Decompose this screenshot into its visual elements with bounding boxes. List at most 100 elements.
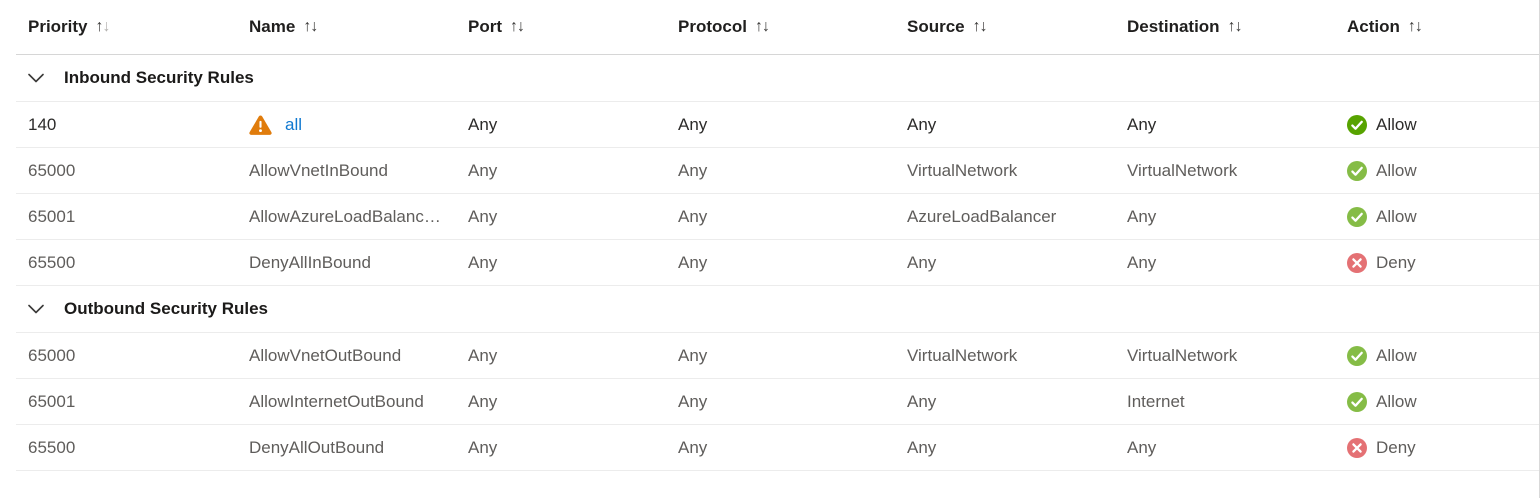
port-cell: Any [468, 345, 498, 365]
protocol-cell: Any [678, 252, 708, 272]
column-header-protocol[interactable]: Protocol ↑↓ [678, 17, 907, 37]
priority-cell: 65500 [28, 437, 76, 457]
sort-down-icon: ↓ [761, 18, 770, 35]
rule-row[interactable]: 65000 AllowVnetOutBound Any Any VirtualN… [16, 333, 1539, 379]
destination-cell: Any [1127, 437, 1157, 457]
rule-row[interactable]: 65500 DenyAllInBound Any Any Any Any Den… [16, 240, 1539, 286]
sort-up-icon: ↑ [1407, 18, 1416, 35]
rule-name-link[interactable]: all [285, 114, 303, 134]
x-circle-icon [1347, 252, 1367, 273]
warning-triangle-icon [249, 115, 272, 135]
destination-cell: Any [1127, 206, 1157, 226]
table-header-row: Priority ↑↓ Name ↑↓ Port ↑↓ Protocol ↑↓ … [16, 0, 1539, 55]
check-circle-icon [1347, 160, 1367, 181]
action-label: Allow [1376, 114, 1417, 134]
column-header-label: Action [1347, 17, 1400, 36]
source-cell: Any [907, 437, 937, 457]
column-header-port[interactable]: Port ↑↓ [468, 17, 678, 37]
name-cell: DenyAllOutBound [249, 438, 468, 458]
destination-cell: Any [1127, 252, 1157, 272]
sort-up-icon: ↑ [95, 18, 104, 35]
priority-cell: 140 [28, 114, 57, 134]
sort-icons: ↑↓ [1227, 18, 1243, 36]
source-cell: Any [907, 252, 937, 272]
rule-name: AllowInternetOutBound [249, 391, 424, 411]
name-cell: AllowVnetOutBound [249, 346, 468, 366]
rule-row[interactable]: 140 all Any Any Any Any Allow [16, 102, 1539, 148]
sort-down-icon: ↓ [979, 18, 988, 35]
port-cell: Any [468, 437, 498, 457]
table-body: Inbound Security Rules 140 all Any Any A… [0, 55, 1539, 471]
protocol-cell: Any [678, 437, 708, 457]
sort-up-icon: ↑ [754, 18, 763, 35]
column-header-name[interactable]: Name ↑↓ [249, 17, 468, 37]
section-title: Outbound Security Rules [64, 299, 269, 318]
sort-up-icon: ↑ [510, 18, 518, 35]
protocol-cell: Any [678, 114, 708, 134]
name-cell: AllowAzureLoadBalanc… [249, 207, 468, 227]
protocol-cell: Any [678, 206, 708, 226]
protocol-cell: Any [678, 160, 708, 180]
column-header-destination[interactable]: Destination ↑↓ [1127, 17, 1347, 37]
destination-cell: VirtualNetwork [1127, 345, 1238, 365]
sort-up-icon: ↑ [972, 18, 981, 35]
chevron-down-icon[interactable] [28, 304, 44, 314]
priority-cell: 65000 [28, 345, 76, 365]
rule-name: DenyAllInBound [249, 252, 371, 272]
action-cell: Allow [1347, 160, 1539, 181]
action-cell: Allow [1347, 345, 1539, 366]
rule-row[interactable]: 65001 AllowAzureLoadBalanc… Any Any Azur… [16, 194, 1539, 240]
destination-cell: Internet [1127, 391, 1185, 411]
priority-cell: 65001 [28, 206, 76, 226]
column-header-priority[interactable]: Priority ↑↓ [28, 17, 249, 37]
column-header-label: Source [907, 17, 965, 36]
chevron-down-icon[interactable] [28, 73, 44, 83]
rule-name: AllowVnetInBound [249, 160, 388, 180]
sort-icons: ↑↓ [972, 18, 988, 36]
sort-icons: ↑↓ [1407, 18, 1423, 36]
destination-cell: VirtualNetwork [1127, 160, 1238, 180]
name-cell: AllowVnetInBound [249, 161, 468, 181]
sort-down-icon: ↓ [102, 18, 111, 35]
destination-cell: Any [1127, 114, 1157, 134]
sort-icons: ↑↓ [95, 18, 111, 36]
sort-down-icon: ↓ [1234, 18, 1243, 35]
source-cell: VirtualNetwork [907, 345, 1018, 365]
section-header[interactable]: Outbound Security Rules [16, 286, 1539, 333]
column-header-label: Protocol [678, 17, 747, 36]
bottom-spacer [0, 471, 1539, 497]
column-header-label: Name [249, 17, 296, 36]
port-cell: Any [468, 252, 498, 272]
x-circle-icon [1347, 437, 1367, 458]
column-header-action[interactable]: Action ↑↓ [1347, 17, 1539, 37]
action-label: Allow [1376, 391, 1417, 411]
name-cell: AllowInternetOutBound [249, 392, 468, 412]
source-cell: Any [907, 391, 937, 411]
protocol-cell: Any [678, 391, 708, 411]
name-cell: DenyAllInBound [249, 253, 468, 273]
port-cell: Any [468, 391, 498, 411]
column-header-label: Priority [28, 17, 88, 36]
column-header-source[interactable]: Source ↑↓ [907, 17, 1127, 37]
source-cell: VirtualNetwork [907, 160, 1018, 180]
section-header[interactable]: Inbound Security Rules [16, 55, 1539, 102]
sort-up-icon: ↑ [1227, 18, 1236, 35]
sort-icons: ↑↓ [754, 18, 770, 36]
check-circle-icon [1347, 206, 1367, 227]
priority-cell: 65001 [28, 391, 76, 411]
rule-row[interactable]: 65000 AllowVnetInBound Any Any VirtualNe… [16, 148, 1539, 194]
rule-row[interactable]: 65001 AllowInternetOutBound Any Any Any … [16, 379, 1539, 425]
sort-down-icon: ↓ [1414, 18, 1423, 35]
port-cell: Any [468, 206, 498, 226]
column-header-label: Port [468, 17, 502, 36]
column-header-label: Destination [1127, 17, 1220, 36]
sort-icons: ↑↓ [510, 18, 525, 36]
source-cell: Any [907, 114, 937, 134]
action-cell: Allow [1347, 206, 1539, 227]
action-cell: Allow [1347, 114, 1539, 135]
priority-cell: 65500 [28, 252, 76, 272]
port-cell: Any [468, 160, 498, 180]
action-label: Deny [1376, 437, 1416, 457]
rule-row[interactable]: 65500 DenyAllOutBound Any Any Any Any De… [16, 425, 1539, 471]
